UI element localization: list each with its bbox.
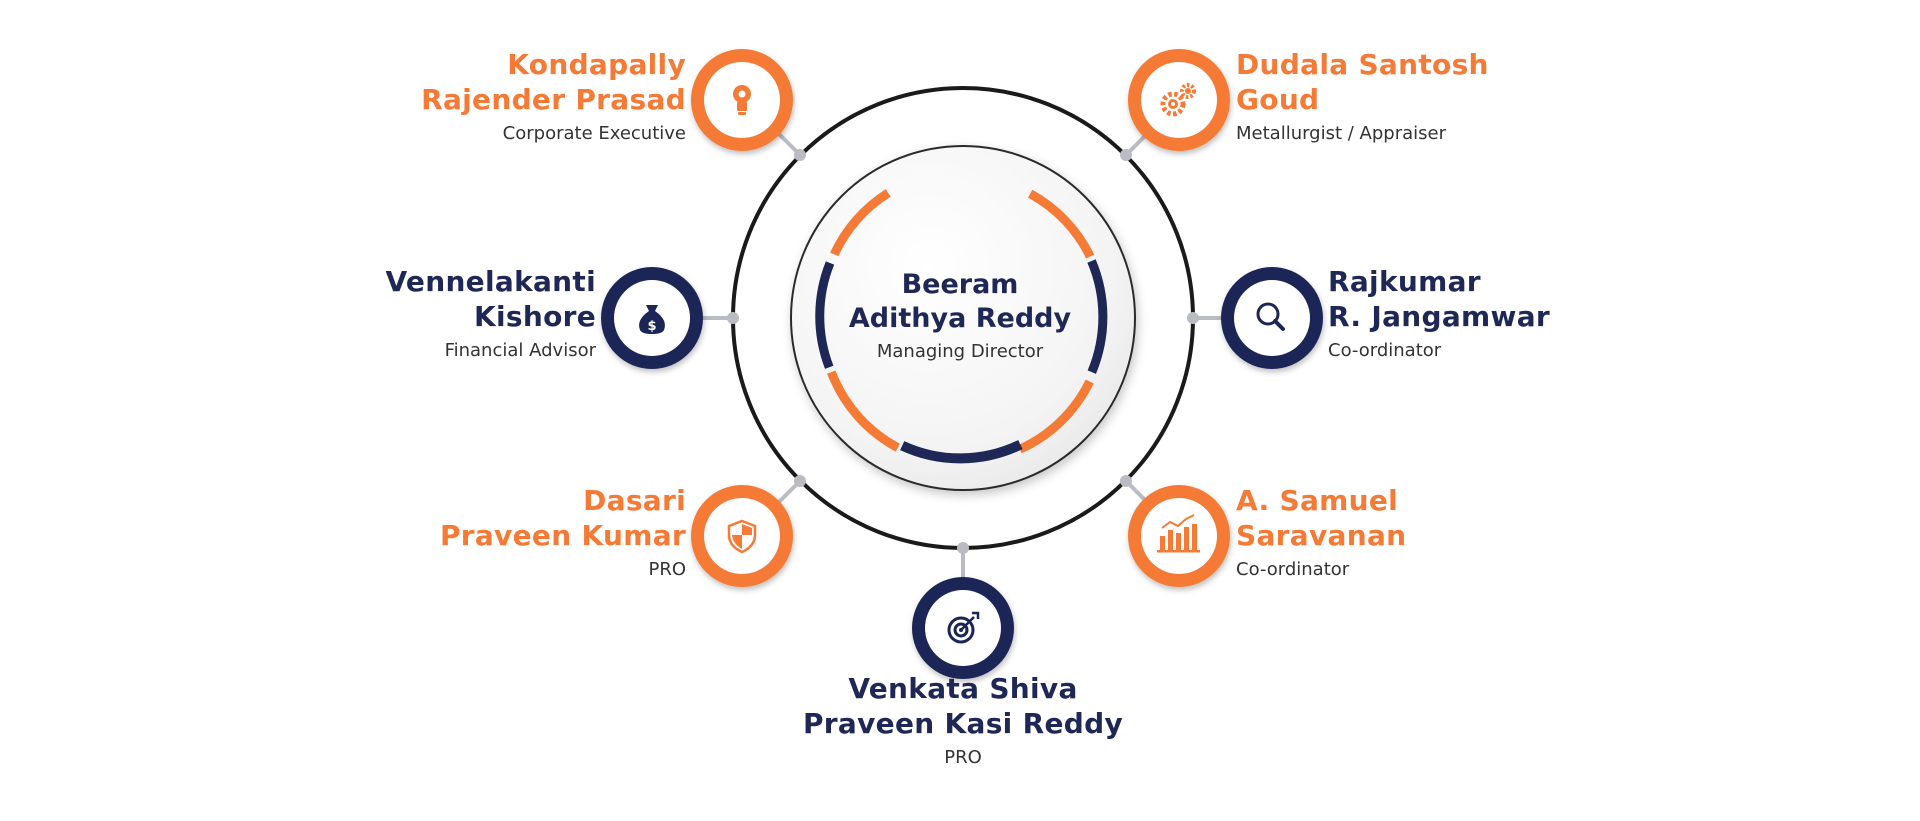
bar-chart-icon xyxy=(1157,514,1200,553)
member-label-rajkumar: Rajkumar R. Jangamwar Co-ordinator xyxy=(1328,264,1748,361)
center-name-line1: Beeram xyxy=(901,269,1019,300)
member-role: PRO xyxy=(648,559,686,580)
member-name-line2: Praveen Kumar xyxy=(439,519,686,552)
member-name-line1: Rajkumar xyxy=(1328,265,1481,298)
ring-segment-orange xyxy=(1017,379,1094,454)
member-badge-dasari xyxy=(691,485,793,587)
money-bag-icon: $ xyxy=(639,305,665,334)
member-name-line2: Kishore xyxy=(473,300,596,333)
member-role: Co-ordinator xyxy=(1328,340,1442,361)
connector-dot xyxy=(957,542,969,554)
member-label-dasari: Dasari Praveen Kumar PRO xyxy=(266,483,686,580)
ring-segment-navy xyxy=(900,440,1023,464)
member-name-line2: R. Jangamwar xyxy=(1328,300,1550,333)
member-label-dudala: Dudala Santosh Goud Metallurgist / Appra… xyxy=(1236,47,1656,144)
member-role: Financial Advisor xyxy=(444,340,596,361)
center-role: Managing Director xyxy=(876,341,1044,362)
member-label-samuel: A. Samuel Saravanan Co-ordinator xyxy=(1236,483,1656,580)
member-name-line1: Vennelakanti xyxy=(385,265,596,298)
member-badge-kondapally xyxy=(691,49,793,151)
magnifier-icon xyxy=(1256,302,1285,331)
inner-disc xyxy=(790,145,1136,491)
member-name-line1: Dudala Santosh xyxy=(1236,48,1489,81)
ring-segment-orange xyxy=(830,189,891,257)
member-badge-rajkumar xyxy=(1221,267,1323,369)
ring-segment-navy xyxy=(815,261,835,369)
member-label-kondapally: Kondapally Rajender Prasad Corporate Exe… xyxy=(266,47,686,144)
connector-dot xyxy=(794,149,806,161)
connector-dots xyxy=(727,149,1199,554)
gears-icon xyxy=(1160,83,1196,117)
ring-segment-navy xyxy=(1087,259,1108,374)
member-name-line2: Saravanan xyxy=(1236,519,1407,552)
member-name-line2: Praveen Kasi Reddy xyxy=(802,707,1124,740)
svg-text:$: $ xyxy=(647,319,656,334)
member-role: PRO xyxy=(944,747,982,768)
center-label: Beeram Adithya Reddy Managing Director xyxy=(810,268,1110,362)
ring-segment-orange xyxy=(1027,189,1095,259)
member-label-venkata: Venkata Shiva Praveen Kasi Reddy PRO xyxy=(753,671,1173,768)
connector-dot xyxy=(794,475,806,487)
center-segment-ring xyxy=(815,189,1108,464)
badge-core xyxy=(1234,280,1310,356)
ring-segment-orange xyxy=(827,370,900,452)
member-role: Corporate Executive xyxy=(502,123,686,144)
member-badge-dudala xyxy=(1128,49,1230,151)
member-name-line2: Goud xyxy=(1236,83,1320,116)
member-name-line1: Kondapally xyxy=(507,48,686,81)
member-name-line1: Venkata Shiva xyxy=(848,672,1078,705)
connector-dot xyxy=(1120,149,1132,161)
member-badge-vennelakanti: $ xyxy=(601,267,703,369)
member-role: Co-ordinator xyxy=(1236,559,1350,580)
lightbulb-icon xyxy=(733,85,751,115)
connector-dot xyxy=(727,312,739,324)
member-name-line1: A. Samuel xyxy=(1236,484,1399,517)
member-name-line2: Rajender Prasad xyxy=(421,83,686,116)
shield-icon xyxy=(727,519,757,554)
member-name-line1: Dasari xyxy=(583,484,686,517)
connector-dot xyxy=(1120,475,1132,487)
member-badge-venkata xyxy=(912,577,1014,679)
badge-core xyxy=(1141,62,1217,138)
center-name-line2: Adithya Reddy xyxy=(848,303,1072,334)
member-badge-samuel xyxy=(1128,485,1230,587)
member-label-vennelakanti: Vennelakanti Kishore Financial Advisor xyxy=(176,264,596,361)
connector-dot xyxy=(1187,312,1199,324)
target-icon xyxy=(947,611,980,644)
member-role: Metallurgist / Appraiser xyxy=(1236,123,1447,144)
